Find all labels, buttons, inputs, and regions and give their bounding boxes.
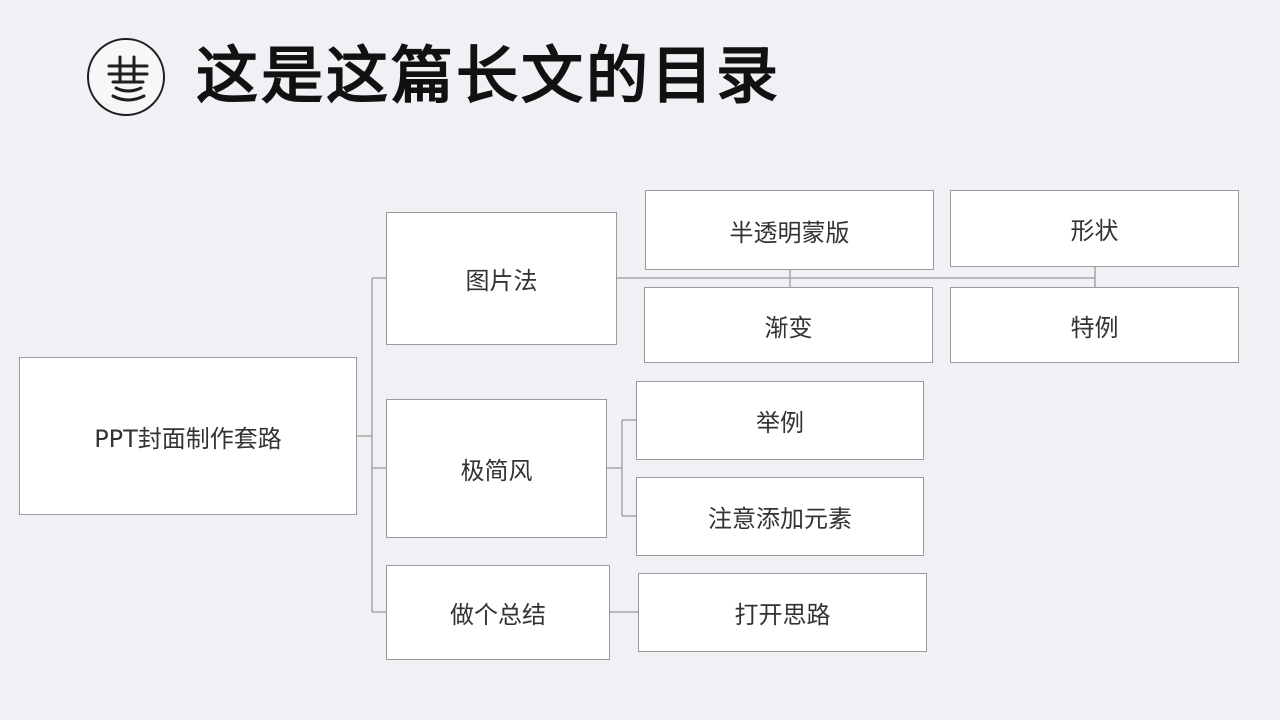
leaf-node-translucent-mask: 半透明蒙版 (645, 190, 934, 270)
leaf-node-example: 举例 (636, 381, 924, 460)
branch-node-image-method: 图片法 (386, 212, 617, 345)
leaf-node-shape: 形状 (950, 190, 1239, 267)
noodle-bowl-logo-icon (87, 38, 165, 116)
leaf-node-gradient: 渐变 (644, 287, 933, 363)
branch-node-summary: 做个总结 (386, 565, 610, 660)
root-node: PPT封面制作套路 (19, 357, 357, 515)
leaf-node-special-case: 特例 (950, 287, 1239, 363)
page-title: 这是这篇长文的目录 (196, 39, 782, 112)
leaf-node-add-elements: 注意添加元素 (636, 477, 924, 556)
leaf-node-open-mind: 打开思路 (638, 573, 927, 652)
branch-node-minimalist: 极简风 (386, 399, 607, 538)
